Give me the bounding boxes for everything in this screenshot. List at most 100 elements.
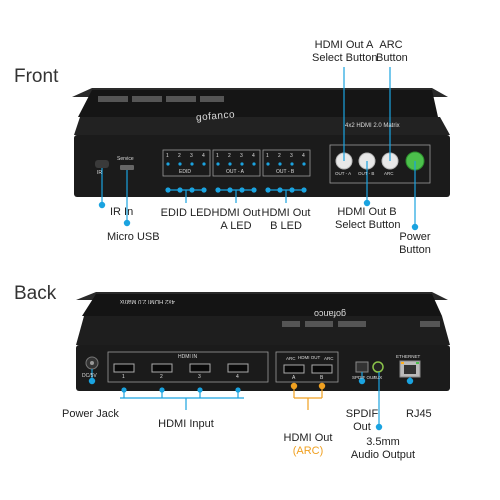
edid-led-callout-dot-3: [189, 187, 195, 193]
hdmi-in-number-1: 1: [122, 374, 125, 380]
front-ir-label: IR: [97, 170, 102, 176]
callout-spdif-out-line1: SPDIF: [345, 408, 379, 420]
out-b-led-callout-dot-2: [277, 187, 283, 193]
front-out-b-label: OUT - B: [276, 169, 295, 175]
edid-led-1: [166, 162, 170, 166]
callout-arc-button: ARC Button: [376, 39, 408, 65]
callout-rj45: RJ45: [406, 408, 432, 420]
back-device: [76, 292, 450, 391]
hdmi-in-port-4: [227, 363, 249, 373]
edid-led-number-1: 1: [166, 153, 169, 159]
front-device-top-panel: [78, 90, 438, 117]
front-device-face: [74, 135, 450, 197]
back-device-face: [76, 345, 450, 391]
out-b-led-callout-dot-1: [265, 187, 271, 193]
out-a-led-number-4: 4: [252, 153, 255, 159]
callout-hdmi-out-a-led: HDMI Out A LED: [208, 207, 264, 233]
front-top-sticker-4: [200, 96, 224, 102]
ethernet-port-socket: [404, 365, 416, 374]
callout-hdmi-out-a-led-line2: A LED: [220, 220, 252, 232]
edid-led-callout-dot-1: [165, 187, 171, 193]
hdmi-out-port-b: [311, 364, 333, 374]
front-btn-out-b-label: OUT - B: [358, 171, 375, 176]
micro-usb-port: [120, 165, 134, 170]
callout-ir-in: IR In: [110, 206, 134, 218]
out-b-led-number-2: 2: [278, 153, 281, 159]
hdmi-in-number-2: 2: [160, 374, 163, 380]
front-top-sticker-3: [166, 96, 196, 102]
hdmi-out-frame: [275, 351, 339, 383]
front-device: [72, 88, 450, 197]
callout-hdmi-out-arc: HDMI Out (ARC): [280, 432, 336, 458]
callout-edid-led: EDID LED: [160, 207, 212, 219]
out-a-led-callout-dot-4: [251, 187, 257, 193]
edid-led-callout-dot-2: [177, 187, 183, 193]
front-out-a-label: OUT - A: [226, 169, 244, 175]
back-dc-label: DC/5V: [82, 373, 97, 379]
edid-led-2: [178, 162, 182, 166]
callout-spdif-out-line2: Out: [353, 421, 371, 433]
front-btn-arc-label: ARC: [384, 171, 394, 176]
out-b-led-number-3: 3: [290, 153, 293, 159]
hdmi-in-number-3: 3: [198, 374, 201, 380]
back-out-port-a-label: A: [292, 375, 296, 381]
out-a-led-4: [252, 162, 256, 166]
front-edid-label: EDID: [179, 169, 191, 175]
callout-micro-usb: Micro USB: [107, 231, 160, 243]
callout-hdmi-out-arc-line2: (ARC): [292, 445, 324, 457]
back-ethernet-label: ETHERNET: [396, 354, 421, 359]
back-device-slant: [76, 316, 450, 345]
callout-audio-output-line1: 3.5mm: [366, 436, 400, 448]
back-top-sticker-2: [305, 321, 333, 327]
button-panel-frame: [329, 144, 431, 184]
callout-hdmi-out-b-led-line1: HDMI Out: [261, 207, 311, 219]
front-device-slant: [74, 117, 450, 135]
front-leds: [166, 162, 306, 166]
out-b-led-1: [266, 162, 270, 166]
edid-led-group-frame: [162, 149, 211, 177]
hdmi-in-ports: [113, 363, 249, 373]
front-bracket-dots: [165, 187, 307, 193]
front-section-title: Front: [14, 66, 59, 87]
callout-hdmi-out-b-led: HDMI Out B LED: [258, 207, 314, 233]
out-a-led-callout-dot-1: [215, 187, 221, 193]
hdmi-in-port-3: [189, 363, 211, 373]
callout-hdmi-input: HDMI Input: [158, 418, 214, 430]
callout-hdmi-out-b-led-line2: B LED: [270, 220, 302, 232]
back-callout-lines: [88, 369, 414, 431]
front-callout-lines: [98, 67, 419, 231]
front-btn-out-a-label: OUT - A: [335, 171, 352, 176]
back-arc-small-label-b: ARC: [324, 356, 334, 361]
out-b-led-2: [278, 162, 282, 166]
out-b-led-group-frame: [262, 149, 311, 177]
back-hdmi-in-label: HDMI IN: [178, 354, 198, 360]
edid-led-3: [190, 162, 194, 166]
out-b-led-number-1: 1: [266, 153, 269, 159]
hdmi-in-port-2: [151, 363, 173, 373]
callout-audio-output: 3.5mm Audio Output: [348, 436, 418, 462]
callout-power-button-line2: Button: [399, 244, 431, 256]
out-b-led-number-4: 4: [302, 153, 305, 159]
callout-audio-output-line2: Audio Output: [350, 449, 416, 461]
edid-led-callout-dot-4: [201, 187, 207, 193]
back-top-sticker-1: [282, 321, 300, 327]
hdmi-in-port-1: [113, 363, 135, 373]
callout-arc-button-line2: Button: [376, 52, 408, 64]
out-a-led-number-2: 2: [228, 153, 231, 159]
back-section-title: Back: [14, 283, 57, 304]
hdmi-in-number-4: 4: [236, 374, 239, 380]
ethernet-led-right: [416, 362, 419, 364]
out-a-led-3: [240, 162, 244, 166]
aux-port: [372, 361, 384, 373]
hdmi-input-bracket-dots: [121, 387, 241, 398]
out-a-led-1: [216, 162, 220, 166]
callout-arc-button-line1: ARC: [379, 39, 403, 51]
callout-spdif-out: SPDIF Out: [344, 408, 380, 434]
back-brand-logo: gofanco: [314, 309, 347, 319]
front-service-label: Service: [117, 156, 134, 162]
back-out-port-b-label: B: [320, 375, 324, 381]
edid-led-number-2: 2: [178, 153, 181, 159]
callout-hdmi-out-arc-line1: HDMI Out: [283, 432, 333, 444]
ethernet-led-left: [401, 362, 404, 364]
